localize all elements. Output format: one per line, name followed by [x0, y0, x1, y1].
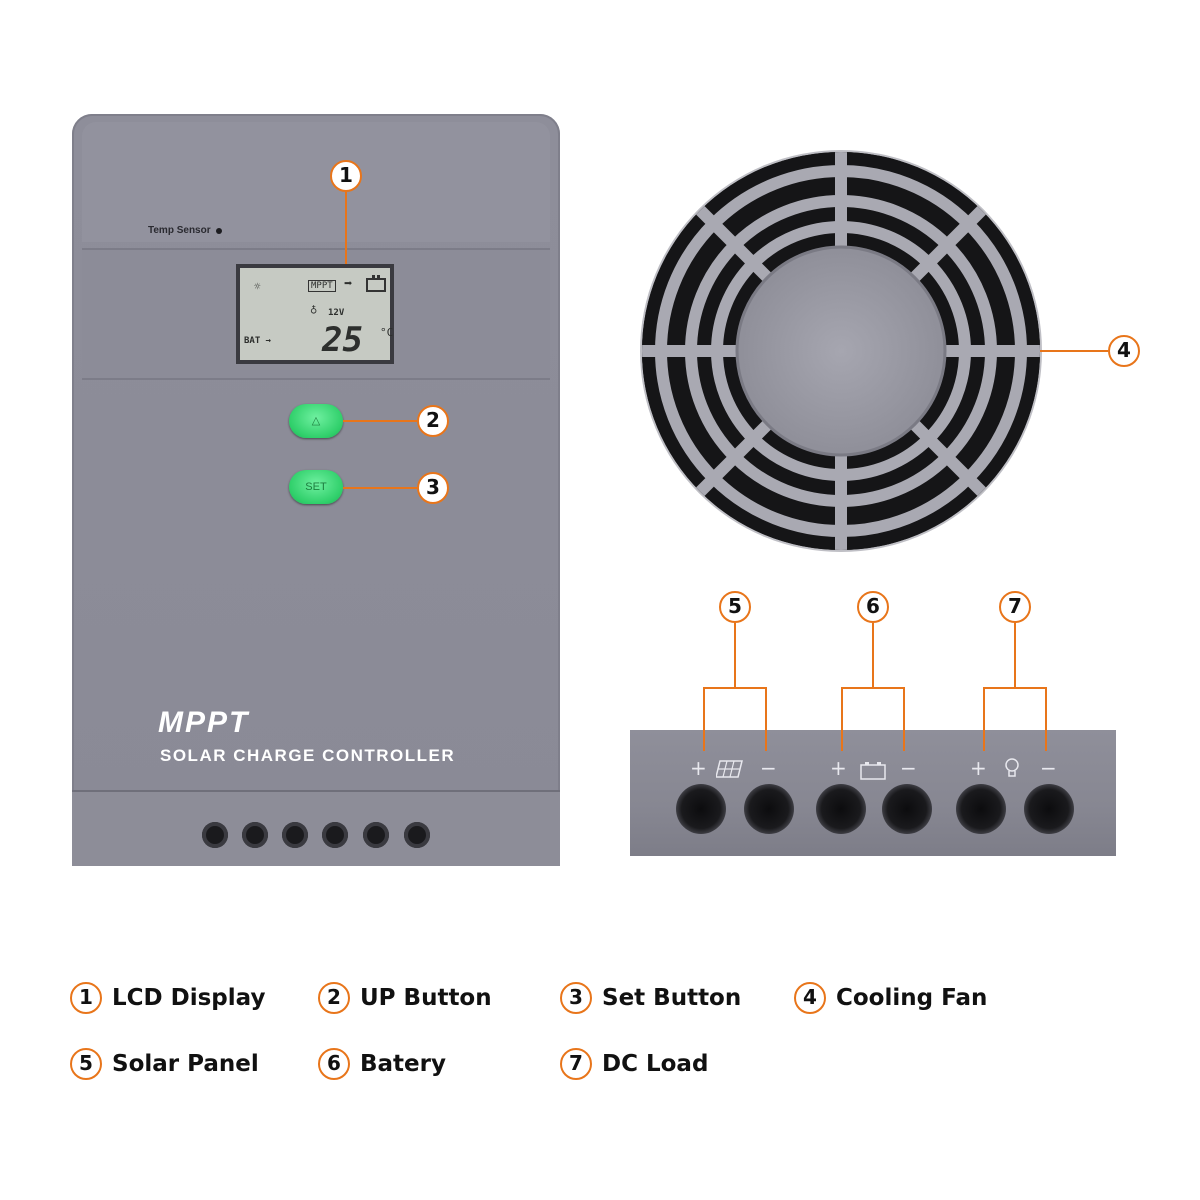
- brand-title: MPPT: [158, 706, 250, 739]
- callout-bracket-6: [841, 687, 905, 689]
- callout-bracket-5: [703, 687, 767, 689]
- legend-label: LCD Display: [112, 985, 266, 1011]
- set-button[interactable]: SET: [289, 470, 343, 504]
- legend-label: UP Button: [360, 985, 492, 1011]
- battery-icon: [860, 762, 886, 784]
- callout-5: 5: [719, 591, 751, 623]
- base-terminal: [202, 822, 228, 848]
- legend-label: Batery: [360, 1051, 446, 1077]
- base-terminal: [404, 822, 430, 848]
- legend-item-up-button: 2 UP Button: [318, 982, 492, 1014]
- callout-7: 7: [999, 591, 1031, 623]
- callout-bracket-5-left: [703, 687, 705, 751]
- callout-2: 2: [417, 405, 449, 437]
- battery-negative-terminal: [882, 784, 932, 834]
- callout-line-7: [1014, 623, 1016, 689]
- bulb-icon: ♁: [310, 302, 318, 316]
- legend-label: Solar Panel: [112, 1051, 259, 1077]
- callout-6: 6: [857, 591, 889, 623]
- fan-grille-icon: [642, 152, 1040, 550]
- legend-item-solar-panel: 5 Solar Panel: [70, 1048, 259, 1080]
- callout-bracket-7: [983, 687, 1047, 689]
- legend-number: 3: [560, 982, 592, 1014]
- lcd-voltage: 12V: [328, 308, 345, 318]
- callout-4: 4: [1108, 335, 1140, 367]
- legend-label: Set Button: [602, 985, 742, 1011]
- legend-number: 1: [70, 982, 102, 1014]
- bulb-icon: [1004, 758, 1020, 784]
- battery-icon: [366, 275, 386, 292]
- callout-bracket-7-left: [983, 687, 985, 751]
- plus-sign: +: [830, 756, 847, 780]
- solar-panel-icon: [715, 760, 744, 782]
- callout-line-2: [343, 420, 417, 422]
- battery-positive-terminal: [816, 784, 866, 834]
- legend-label: Cooling Fan: [836, 985, 988, 1011]
- legend-item-set-button: 3 Set Button: [560, 982, 741, 1014]
- legend-number: 6: [318, 1048, 350, 1080]
- legend-item-cooling-fan: 4 Cooling Fan: [794, 982, 987, 1014]
- legend-item-lcd-display: 1 LCD Display: [70, 982, 265, 1014]
- legend-item-battery: 6 Batery: [318, 1048, 446, 1080]
- callout-3: 3: [417, 472, 449, 504]
- callout-bracket-7-right: [1045, 687, 1047, 751]
- lcd-bat-label: BAT →: [244, 336, 272, 346]
- minus-sign: −: [1040, 756, 1057, 780]
- legend-number: 2: [318, 982, 350, 1014]
- callout-bracket-6-left: [841, 687, 843, 751]
- lcd-display: ☼ MPPT ➡ ♁ 12V BAT → 25 °C: [236, 264, 394, 364]
- callout-bracket-5-right: [765, 687, 767, 751]
- arrow-right-icon: ➡: [344, 276, 353, 292]
- legend-number: 5: [70, 1048, 102, 1080]
- callout-1: 1: [330, 160, 362, 192]
- base-terminal: [282, 822, 308, 848]
- legend-number: 4: [794, 982, 826, 1014]
- brand-subtitle: SOLAR CHARGE CONTROLLER: [160, 746, 456, 765]
- minus-sign: −: [900, 756, 917, 780]
- plus-sign: +: [970, 756, 987, 780]
- base-terminal: [322, 822, 348, 848]
- cooling-fan-closeup: [642, 152, 1040, 550]
- temp-sensor-dot: [216, 228, 222, 234]
- lcd-mppt-label: MPPT: [308, 280, 336, 292]
- load-positive-terminal: [956, 784, 1006, 834]
- minus-sign: −: [760, 756, 777, 780]
- callout-line-6: [872, 623, 874, 689]
- up-button[interactable]: △: [289, 404, 343, 438]
- callout-line-1: [345, 192, 347, 264]
- lcd-unit: °C: [380, 326, 394, 339]
- lcd-temperature: 25: [322, 320, 363, 360]
- callout-bracket-6-right: [903, 687, 905, 751]
- temp-sensor-label: Temp Sensor: [148, 225, 211, 236]
- solar-negative-terminal: [744, 784, 794, 834]
- sun-icon: ☼: [254, 280, 261, 293]
- callout-line-5: [734, 623, 736, 689]
- base-terminal: [363, 822, 389, 848]
- controller-terminal-base: [72, 790, 560, 866]
- controller-top-panel: [82, 122, 550, 242]
- plus-sign: +: [690, 756, 707, 780]
- load-negative-terminal: [1024, 784, 1074, 834]
- base-terminal: [242, 822, 268, 848]
- legend-label: DC Load: [602, 1051, 709, 1077]
- solar-positive-terminal: [676, 784, 726, 834]
- legend-item-dc-load: 7 DC Load: [560, 1048, 708, 1080]
- callout-line-4: [1040, 350, 1108, 352]
- legend-number: 7: [560, 1048, 592, 1080]
- callout-line-3: [343, 487, 417, 489]
